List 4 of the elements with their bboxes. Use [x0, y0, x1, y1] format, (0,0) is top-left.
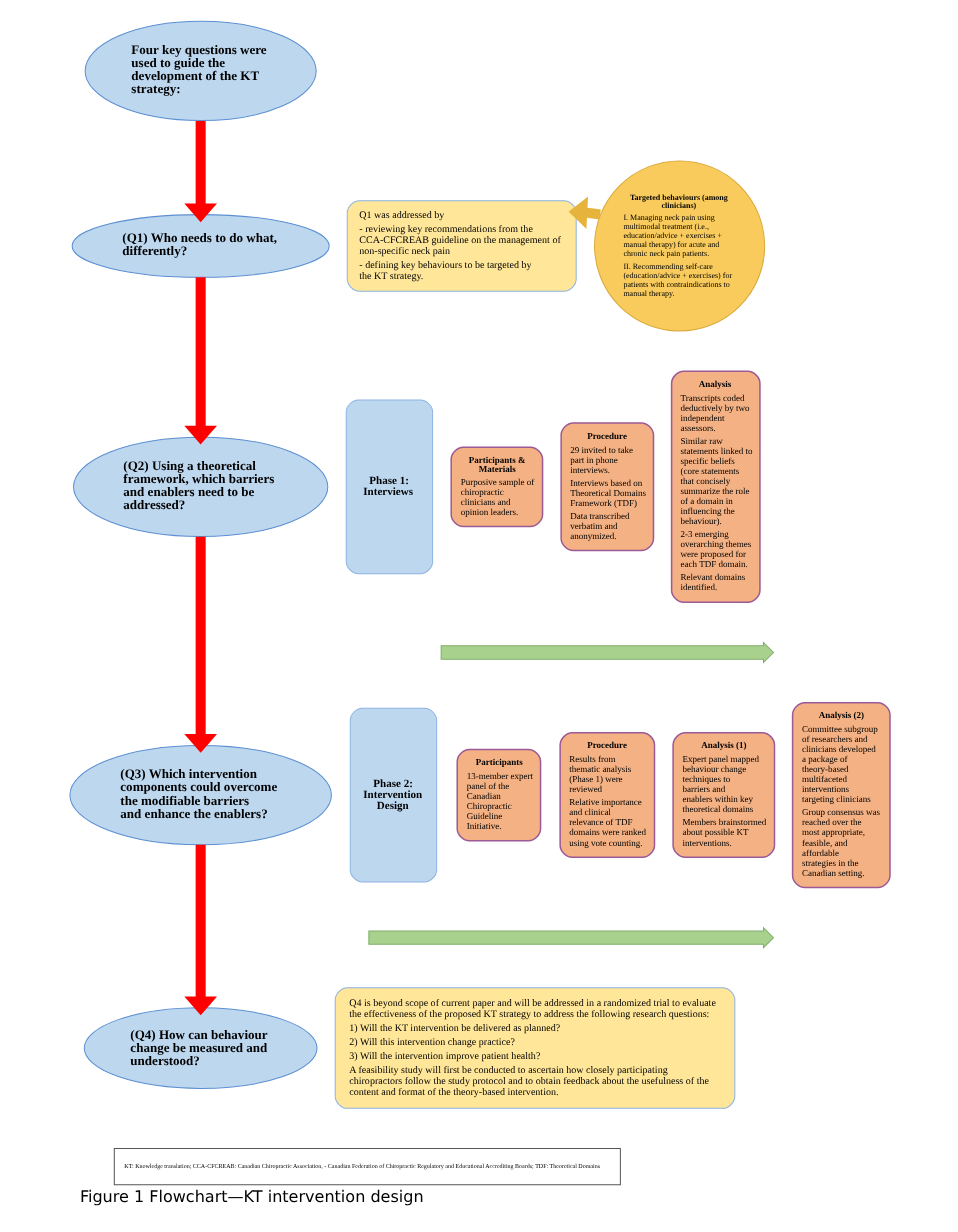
arrow — [183, 844, 216, 1016]
arrow — [183, 536, 216, 753]
arrow — [183, 121, 216, 223]
arrow — [183, 277, 216, 445]
